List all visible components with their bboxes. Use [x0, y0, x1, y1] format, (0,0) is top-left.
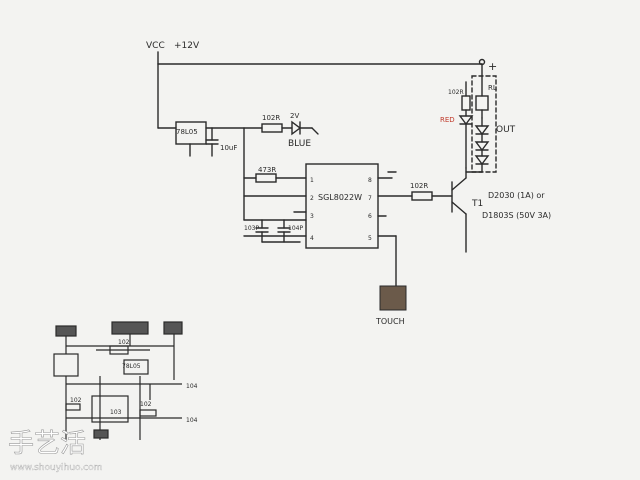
ic-sgl8022w — [305, 163, 379, 249]
plus-sign: + — [488, 60, 497, 73]
pcb-label-5: 102 — [70, 397, 82, 404]
vcc-value: +12V — [174, 41, 200, 51]
led-string-box — [471, 75, 497, 173]
led-blue-label: BLUE — [288, 139, 311, 149]
base-resistor-label: 102R — [410, 182, 428, 190]
transistor-part-a: D2030 (1A) or — [488, 191, 545, 200]
cap-power-label: 10uF — [220, 144, 237, 152]
vcc-label: VCC — [146, 41, 165, 51]
ic-label: SGL8022W — [318, 193, 362, 202]
ic-pin-3: 3 — [310, 213, 314, 220]
vcc-plus-terminal — [478, 58, 486, 66]
cap-a-label: 103P — [244, 225, 259, 232]
load-rl-label: RL — [488, 84, 497, 92]
ic-pin-1: 1 — [310, 177, 314, 184]
touch-pad — [379, 285, 407, 311]
watermark-url: www.shouyihuo.com — [10, 463, 102, 473]
transistor-part-b: D1803S (50V 3A) — [482, 211, 551, 220]
touch-label: TOUCH — [375, 317, 405, 326]
led-red-label: RED — [440, 116, 455, 124]
led-out-1 — [474, 125, 490, 136]
ic-pin-4: 4 — [310, 235, 314, 242]
pcb-regulator — [53, 353, 79, 377]
pcb-label-2: 104 — [186, 383, 198, 390]
resistor-102r-base — [411, 191, 433, 201]
pcb-label-1: 102 — [118, 339, 130, 346]
watermark-cjk: 手艺活 — [8, 429, 86, 459]
ic-pin-5: 5 — [368, 235, 372, 242]
led-out-3 — [474, 155, 490, 166]
output-label: OUT — [496, 125, 516, 135]
ic-pin-2: 2 — [310, 195, 314, 202]
ic-input-resistor-label: 473R — [258, 166, 276, 174]
pcb-label-7: 103 — [110, 409, 122, 416]
pcb-label-4: 78L05 — [122, 363, 141, 370]
pcb-label-6: 102 — [140, 401, 152, 408]
resistor-102r-load — [461, 95, 471, 111]
regulator-label: 78L05 — [176, 128, 198, 136]
transistor-label: T1 — [471, 199, 483, 209]
led-blue — [291, 120, 302, 136]
led-marker: 2V — [290, 112, 299, 120]
load-resistor-label: 102R — [448, 89, 464, 96]
resistor-rl — [475, 95, 489, 111]
pcb-label-3: 104 — [186, 417, 198, 424]
pcb-sketch — [53, 321, 183, 440]
resistor-102r-blue — [261, 123, 283, 133]
ic-pin-7: 7 — [368, 195, 372, 202]
led-out-2 — [474, 141, 490, 152]
cap-b-label: 104P — [288, 225, 303, 232]
resistor-473r — [255, 173, 277, 183]
led-red — [458, 115, 474, 126]
led-resistor-label: 102R — [262, 114, 280, 122]
regulator-78l05 — [175, 121, 207, 145]
ic-pin-8: 8 — [368, 177, 372, 184]
pcb-ic — [91, 395, 129, 423]
ic-pin-6: 6 — [368, 213, 372, 220]
